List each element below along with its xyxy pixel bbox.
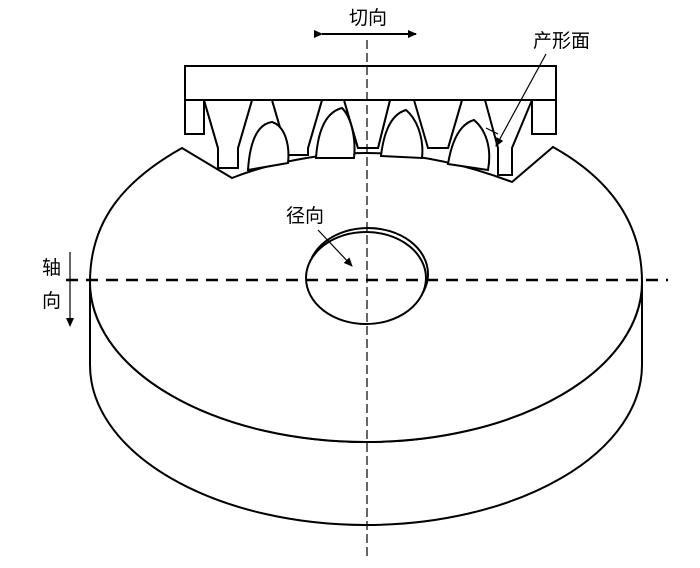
hob-cutter — [184, 65, 557, 176]
generating-surface-leader — [495, 53, 547, 147]
bore-front-edge — [305, 231, 427, 325]
gear-tooth-a — [246, 120, 290, 172]
hob-tooth-left-end — [184, 99, 205, 135]
label-radial: 径向 — [286, 205, 324, 227]
gear-tooth-e — [485, 127, 499, 135]
label-axial-2: 向 — [42, 290, 61, 312]
label-generating-surface: 产形面 — [533, 30, 590, 52]
radial-arrow — [317, 229, 353, 267]
hob-tooth-4 — [412, 99, 464, 149]
gear-tooth-d — [446, 118, 491, 172]
gear-tooth-c — [379, 108, 424, 160]
gear-tooth-b — [314, 106, 356, 159]
hob-tooth-1 — [202, 99, 254, 169]
label-axial-1: 轴 — [42, 257, 61, 279]
hob-tooth-5 — [483, 99, 534, 176]
hob-tooth-right-end — [531, 99, 557, 135]
label-tangential: 切向 — [349, 7, 387, 29]
